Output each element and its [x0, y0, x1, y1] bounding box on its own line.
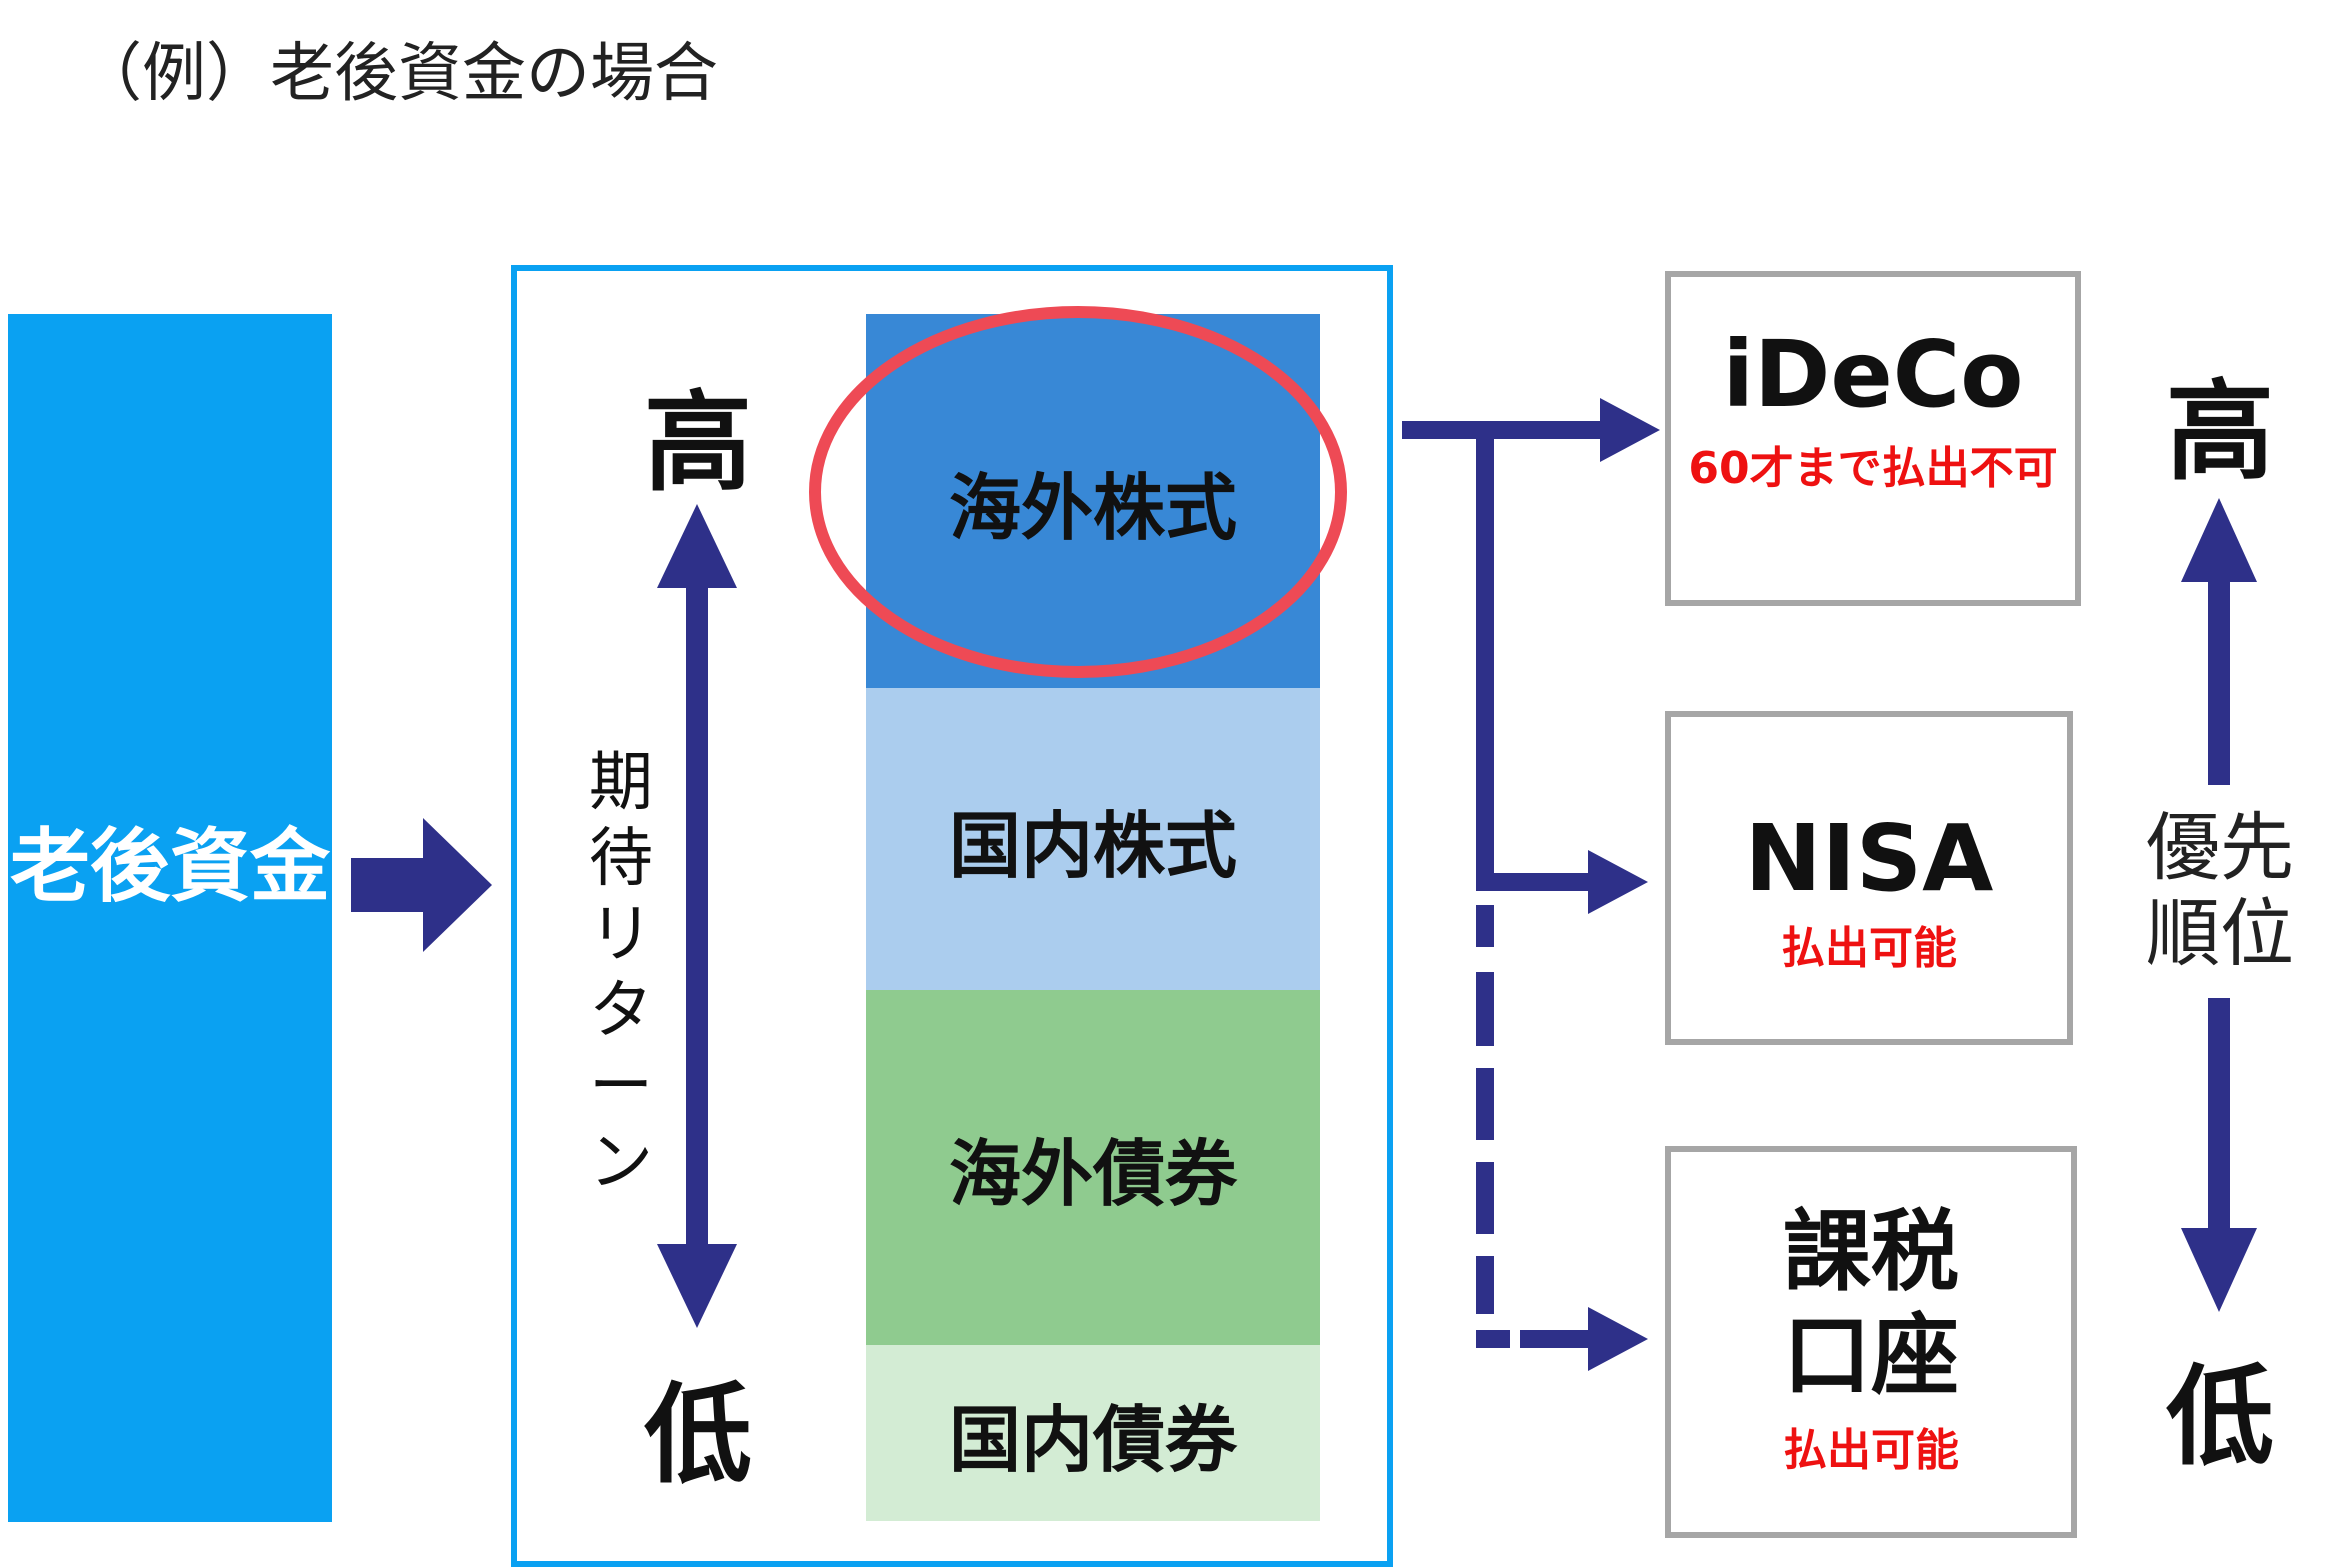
priority-arrow-icon: [2181, 498, 2257, 1312]
page-title: （例）老後資金の場合: [78, 37, 718, 111]
priority-low-label: 低: [2165, 1355, 2274, 1480]
asset-label: 海外株式: [948, 465, 1237, 550]
account-taxable: 課税口座 払出可能: [1665, 1146, 2077, 1538]
asset-label: 海外債券: [948, 1132, 1237, 1216]
asset-domestic-bonds: 国内債券: [866, 1345, 1320, 1521]
asset-foreign-bonds: 海外債券: [866, 990, 1320, 1345]
arrow-right-icon: [1588, 1307, 1648, 1371]
priority-label: 優先順位: [2146, 805, 2294, 977]
priority-high-label: 高: [2165, 370, 2274, 495]
arrow-right-icon: [1600, 398, 1660, 462]
highlight-ring: [809, 306, 1347, 678]
asset-label: 国内株式: [948, 803, 1237, 888]
expected-return-label: 期待リターン: [589, 746, 653, 1200]
account-note: 60才まで払出不可: [1688, 443, 2058, 494]
source-label: 老後資金: [10, 820, 330, 913]
account-ideco: iDeCo 60才まで払出不可: [1665, 271, 2081, 606]
expected-return-arrow-icon: [657, 504, 737, 1328]
allocation-connectors: [1402, 398, 1660, 1371]
account-name: 課税口座: [1782, 1200, 1959, 1407]
return-high-label: 高: [643, 381, 752, 506]
flow-arrow-icon: [351, 818, 492, 952]
asset-label: 国内債券: [948, 1397, 1237, 1482]
account-name: iDeCo: [1722, 321, 2024, 428]
asset-domestic-stocks: 国内株式: [866, 688, 1320, 990]
account-name: NISA: [1744, 805, 1994, 912]
account-note: 払出可能: [1781, 923, 1957, 974]
return-low-label: 低: [643, 1373, 752, 1498]
arrow-right-icon: [1588, 850, 1648, 914]
source-block: 老後資金: [8, 314, 332, 1522]
account-nisa: NISA 払出可能: [1665, 711, 2073, 1045]
account-note: 払出可能: [1783, 1425, 1959, 1476]
